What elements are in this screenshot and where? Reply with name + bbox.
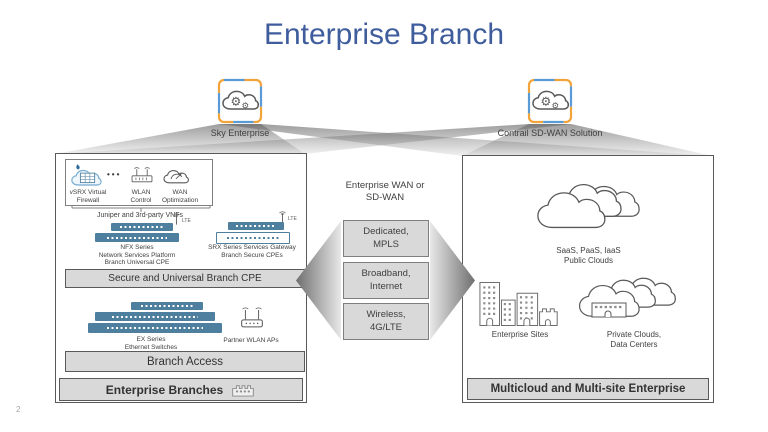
wlan-label-line2: Control <box>130 196 152 204</box>
ex-label-line2: Ethernet Switches <box>124 343 178 351</box>
wan-link-line2: Internet <box>369 280 403 292</box>
wan-optimization-icon <box>163 170 189 184</box>
partner-ap-label: Partner WLAN APs <box>223 337 279 344</box>
public-clouds-label-line2: Public Clouds <box>564 255 613 265</box>
ex-switch-bottom <box>88 323 222 333</box>
ex-label-line1: EX Series <box>136 336 166 343</box>
vsrx-label-line2: Firewall <box>76 196 100 204</box>
nfx-device-bottom <box>95 233 179 242</box>
nfx-lte-label: LTE <box>182 218 191 224</box>
wan-link-wireless: Wireless, 4G/LTE <box>343 303 429 340</box>
nfx-label-line1: NFX Series <box>120 244 154 251</box>
cloud-gears-icon: ⚙ ⚙ <box>527 78 573 124</box>
lte-antenna-icon <box>173 213 180 225</box>
private-clouds-icon <box>578 277 676 318</box>
wan-opt-label-line2: Optimization <box>161 196 199 204</box>
vnf-group-brace <box>71 205 211 212</box>
wan-heading-line1: Enterprise WAN or <box>345 180 425 191</box>
sky-enterprise-icon: ⚙ ⚙ <box>217 78 263 124</box>
vnf-group-label: Juniper and 3rd-party VNFs <box>97 212 183 219</box>
secure-universal-cpe-bar: Secure and Universal Branch CPE <box>65 269 305 288</box>
multicloud-footer: Multicloud and Multi-site Enterprise <box>467 378 709 400</box>
ellipsis-dots: ••• <box>107 170 122 179</box>
nfx-device-top <box>111 223 173 231</box>
wan-link-line1: Dedicated, <box>363 226 409 237</box>
wan-link-broadband: Broadband, Internet <box>343 262 429 299</box>
srx-device-bottom <box>216 232 290 244</box>
wlan-control-icon <box>131 167 153 183</box>
contrail-sdwan-icon: ⚙ ⚙ <box>527 78 573 124</box>
wan-link-line2: 4G/LTE <box>369 321 403 333</box>
srx-label-line1: SRX Series Services Gateway <box>208 244 296 251</box>
wan-link-line1: Broadband, <box>361 268 411 279</box>
branch-building-icon <box>232 385 254 397</box>
wan-link-dedicated: Dedicated, MPLS <box>343 220 429 257</box>
lte-antenna-icon <box>279 211 286 223</box>
wlan-label-line1: WLAN <box>131 189 151 196</box>
svg-text:⚙: ⚙ <box>552 102 560 112</box>
vnf-box: vSRX Virtual Firewall ••• WLAN Control <box>65 159 213 206</box>
cloud-gears-icon: ⚙ ⚙ <box>217 78 263 124</box>
public-clouds-label-line1: SaaS, PaaS, IaaS <box>556 246 621 255</box>
secure-universal-cpe-label: Secure and Universal Branch CPE <box>108 273 262 284</box>
multicloud-panel: SaaS, PaaS, IaaS Public Clouds Enterpris… <box>462 155 714 403</box>
enterprise-branches-footer: Enterprise Branches <box>59 378 303 401</box>
wan-heading-line2: SD-WAN <box>365 191 405 203</box>
enterprise-sites-label: Enterprise Sites <box>491 330 549 339</box>
svg-text:⚙: ⚙ <box>231 95 242 109</box>
vsrx-firewall-icon <box>71 164 102 186</box>
sky-enterprise-label: Sky Enterprise <box>210 128 270 138</box>
page-number: 2 <box>16 405 21 414</box>
svg-text:⚙: ⚙ <box>541 95 552 109</box>
branch-access-label: Branch Access <box>146 355 224 368</box>
wan-link-line2: MPLS <box>373 238 399 250</box>
srx-lte-label: LTE <box>288 216 297 222</box>
public-clouds-icon <box>537 183 640 229</box>
branch-access-bar: Branch Access <box>65 351 305 372</box>
nfx-label-line2: Network Services Platform <box>98 251 176 259</box>
contrail-sdwan-label: Contrail SD-WAN Solution <box>497 128 603 138</box>
wan-link-line1: Wireless, <box>366 309 406 320</box>
vsrx-label-line1: vSRX Virtual <box>69 189 107 196</box>
enterprise-branches-panel: vSRX Virtual Firewall ••• WLAN Control <box>55 153 307 403</box>
ex-switch-middle <box>95 312 215 321</box>
srx-label-line2: Branch Secure CPEs <box>221 251 283 259</box>
partner-wlan-ap-icon <box>241 307 263 328</box>
wan-opt-label-line1: WAN <box>172 189 188 196</box>
nfx-label-line3: Branch Universal CPE <box>104 259 170 267</box>
svg-text:⚙: ⚙ <box>242 102 250 112</box>
private-clouds-label-line2: Data Centers <box>610 339 658 349</box>
multicloud-footer-label: Multicloud and Multi-site Enterprise <box>490 383 686 395</box>
enterprise-branches-label: Enterprise Branches <box>105 382 224 397</box>
enterprise-sites-icon <box>479 282 558 326</box>
ex-switch-top <box>131 302 203 310</box>
private-clouds-label-line1: Private Clouds, <box>606 330 662 339</box>
srx-device-top <box>228 222 284 230</box>
page-title: Enterprise Branch <box>263 18 505 51</box>
